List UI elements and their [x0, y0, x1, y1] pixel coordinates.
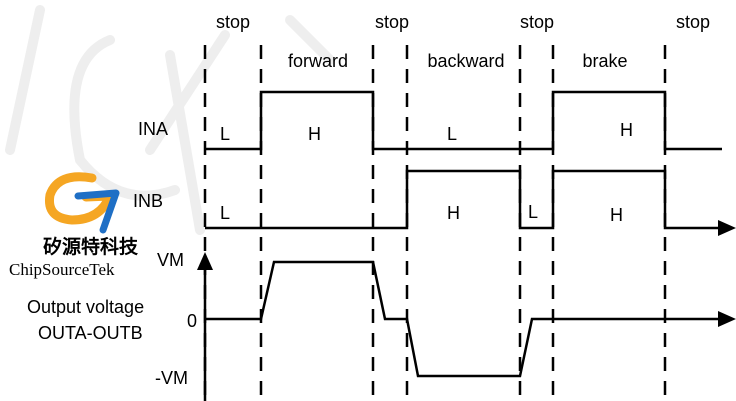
- inb-level-2: H: [447, 203, 460, 223]
- voltage-label-neg-vm: -VM: [155, 368, 188, 388]
- ina-level-4: H: [620, 120, 633, 140]
- inb-waveform: [205, 169, 722, 230]
- logo-name-en: ChipSourceTek: [9, 260, 115, 279]
- inb-level-4: H: [610, 205, 623, 225]
- ina-level-2: H: [308, 124, 321, 144]
- logo-swirl-blue: [74, 189, 120, 234]
- company-logo: 矽源特科技 ChipSourceTek: [9, 172, 139, 279]
- signal-label-inb: INB: [133, 191, 163, 211]
- voltage-axis-arrowhead: [197, 252, 213, 270]
- phase-label-stop-3: stop: [520, 12, 554, 32]
- signal-label-ina: INA: [138, 119, 168, 139]
- voltage-label-vm: VM: [157, 250, 184, 270]
- output-label-line-1: Output voltage: [27, 297, 144, 317]
- phase-label-backward: backward: [427, 51, 504, 71]
- output-arrowhead: [718, 311, 736, 327]
- inb-arrowhead: [718, 220, 736, 236]
- ina-level-3: L: [447, 124, 457, 144]
- ina-waveform: [205, 90, 722, 151]
- phase-label-stop-1: stop: [216, 12, 250, 32]
- inb-level-1: L: [220, 203, 230, 223]
- logo-name-cn: 矽源特科技: [43, 235, 139, 258]
- phase-label-stop-2: stop: [375, 12, 409, 32]
- output-label-line-2: OUTA-OUTB: [38, 323, 143, 343]
- phase-label-forward: forward: [288, 51, 348, 71]
- logo-swirl-orange: [44, 172, 117, 225]
- output-waveform: [205, 260, 722, 378]
- phase-boundaries: [203, 45, 667, 401]
- phase-label-stop-4: stop: [676, 12, 710, 32]
- ina-level-1: L: [220, 124, 230, 144]
- phase-label-brake: brake: [582, 51, 627, 71]
- inb-level-3: L: [528, 202, 538, 222]
- voltage-label-zero: 0: [187, 311, 197, 331]
- watermark: [5, 5, 335, 235]
